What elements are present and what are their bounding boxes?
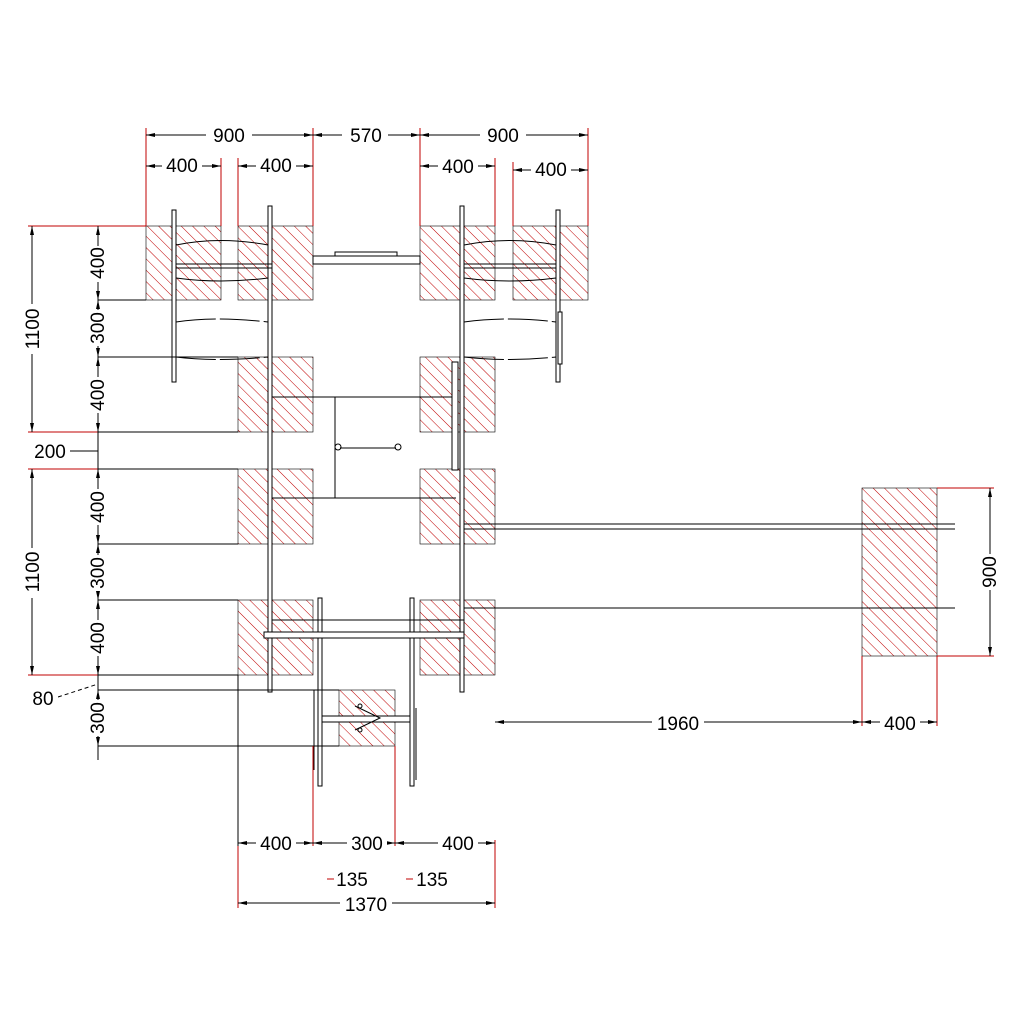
dimension-arrowhead	[30, 469, 34, 478]
dim-400-left-d: 400	[88, 622, 109, 654]
dim-300-bottom: 300	[351, 834, 383, 855]
dimension-arrowhead	[513, 168, 522, 172]
dimension-arrowhead	[304, 164, 313, 168]
dimension-arrowhead	[96, 690, 100, 699]
dimension-arrowhead	[96, 737, 100, 746]
dimension-arrowhead	[96, 544, 100, 553]
dim-400-bottom-b: 400	[442, 834, 474, 855]
dimension-arrowhead	[579, 168, 588, 172]
dimension-arrowhead	[146, 133, 155, 137]
block-row2-left	[237, 356, 314, 433]
dim-300-left-c: 300	[88, 702, 109, 734]
dim-300-left-a: 300	[88, 312, 109, 344]
dimension-arrowhead	[96, 591, 100, 600]
dimension-arrowhead	[146, 164, 155, 168]
dimension-ticks	[30, 133, 992, 905]
block-top-1	[145, 225, 222, 301]
dimension-arrowhead	[30, 423, 34, 432]
dimension-arrowhead	[486, 164, 495, 168]
dim-80-left: 80	[32, 689, 53, 710]
dimension-labels: 900 570 900 400 400 400 400 1100 1100 40…	[20, 124, 1002, 916]
block-row3-right	[419, 468, 496, 545]
dimension-arrowhead	[96, 300, 100, 309]
dimension-arrowhead	[928, 720, 937, 724]
dimension-arrowhead	[420, 133, 429, 137]
dimension-arrowhead	[96, 348, 100, 357]
block-top-4	[512, 225, 589, 301]
dimension-arrowhead	[486, 901, 495, 905]
extension-lines	[28, 128, 994, 908]
dimension-arrowhead	[304, 841, 313, 845]
dimension-arrowhead	[988, 647, 992, 656]
dim-1370-bottom: 1370	[345, 895, 387, 916]
dimension-arrowhead	[862, 720, 871, 724]
dimension-arrowhead	[96, 357, 100, 366]
dim-1100-left-lower: 1100	[23, 552, 44, 593]
dimension-arrowhead	[411, 133, 420, 137]
dimension-arrowhead	[96, 226, 100, 235]
dimension-arrowhead	[96, 535, 100, 544]
dimension-arrowhead	[420, 164, 429, 168]
dim-200-left: 200	[34, 442, 66, 463]
dim-400-left-b: 400	[88, 379, 109, 411]
dimension-arrowhead	[96, 469, 100, 478]
dimension-arrowhead	[304, 133, 313, 137]
dimension-arrowhead	[96, 423, 100, 432]
dim-900-top-right: 900	[487, 126, 519, 147]
dimension-arrowhead	[495, 720, 504, 724]
dim-400-left-a: 400	[88, 247, 109, 279]
dimension-arrowhead	[238, 841, 247, 845]
dimension-arrowhead	[96, 666, 100, 675]
dim-570-top: 570	[350, 126, 382, 147]
dim-400-top-c: 400	[442, 157, 474, 178]
block-top-2	[237, 225, 314, 301]
dim-1960-mid: 1960	[657, 714, 699, 735]
dim-1100-left-upper: 1100	[23, 309, 44, 350]
dimension-arrowhead	[395, 841, 404, 845]
dimension-arrowhead	[988, 488, 992, 497]
dim-400-mid: 400	[884, 714, 916, 735]
foundation-blocks	[145, 225, 938, 747]
dimension-arrowhead	[386, 841, 395, 845]
block-top-3	[419, 225, 496, 301]
dim-900-right: 900	[980, 556, 1001, 588]
dimension-arrowhead	[96, 291, 100, 300]
dimension-arrowhead	[579, 133, 588, 137]
structure-lines	[98, 205, 955, 787]
dim-400-top-d: 400	[535, 160, 567, 181]
block-row3-left	[237, 468, 314, 545]
dimension-arrowhead	[212, 164, 221, 168]
dimension-arrowhead	[486, 841, 495, 845]
dim-135-bottom-a: 135	[336, 870, 368, 891]
dim-900-top-left: 900	[213, 126, 245, 147]
dim-400-left-c: 400	[88, 491, 109, 523]
dim-300-left-b: 300	[88, 557, 109, 589]
dim-400-top-b: 400	[260, 156, 292, 177]
dimension-arrowhead	[313, 133, 322, 137]
dimension-arrowhead	[853, 720, 862, 724]
dimension-arrowhead	[238, 164, 247, 168]
dimension-arrowhead	[313, 841, 322, 845]
dimension-arrowhead	[30, 226, 34, 235]
dim-400-bottom-a: 400	[260, 834, 292, 855]
dimension-arrowhead	[30, 666, 34, 675]
dim-135-bottom-b: 135	[416, 870, 448, 891]
dim-400-top-a: 400	[166, 156, 198, 177]
block-right-large	[861, 487, 938, 657]
dimension-arrowhead	[238, 901, 247, 905]
dimension-arrowhead	[96, 600, 100, 609]
